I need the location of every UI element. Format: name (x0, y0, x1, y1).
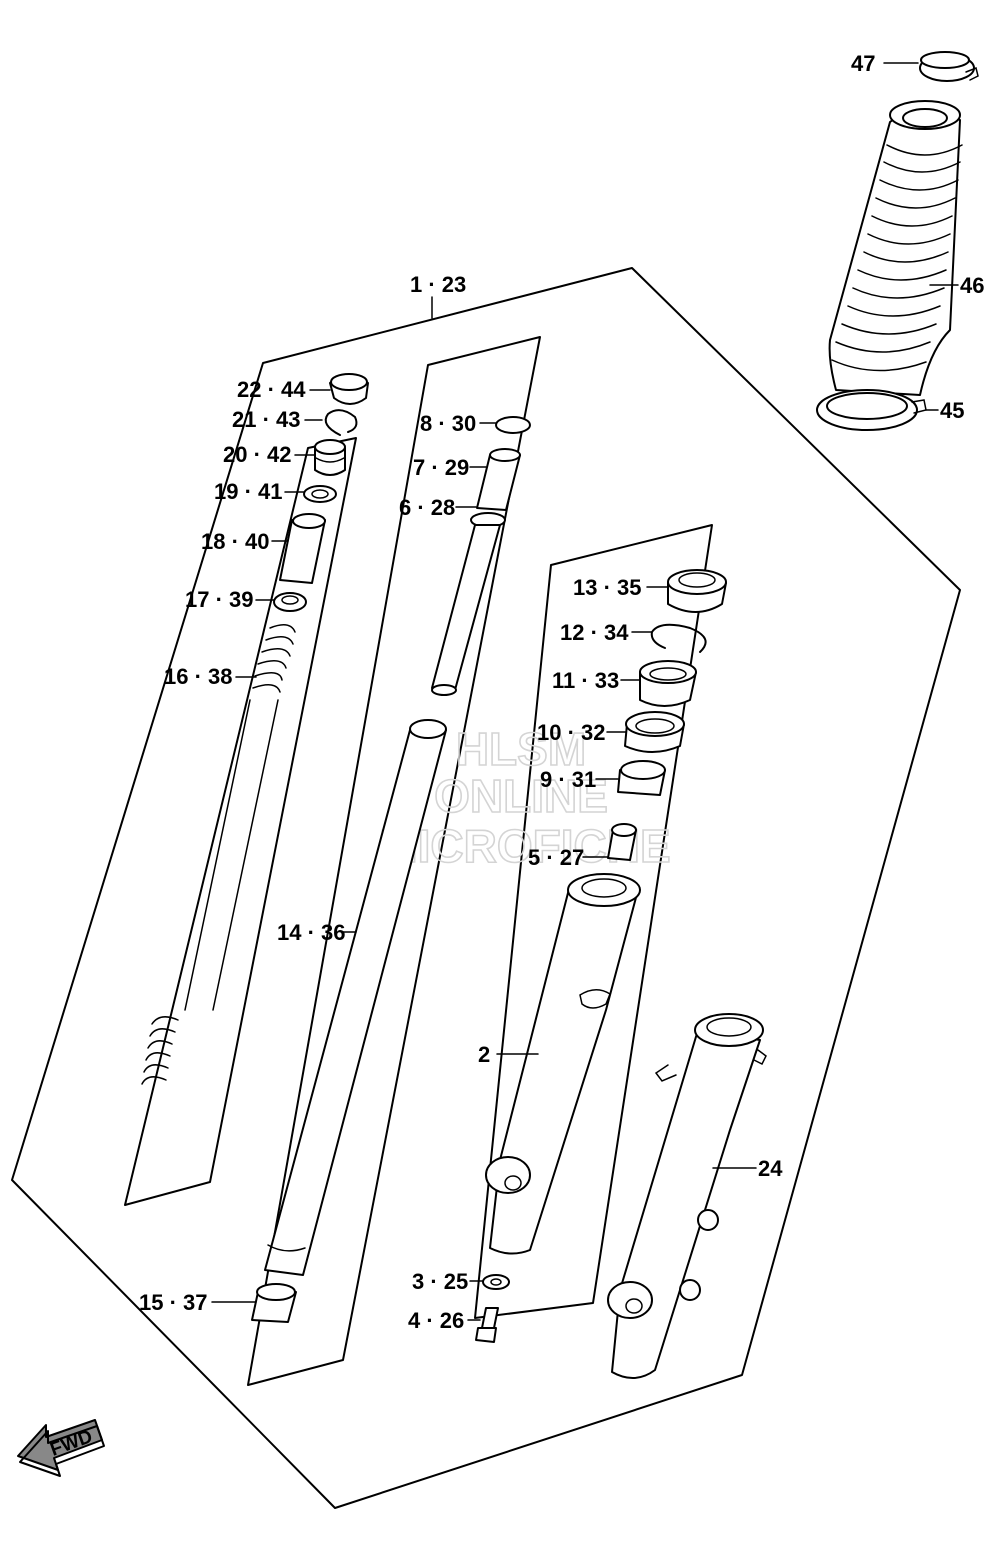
label-12-34: 12 · 34 (560, 620, 629, 645)
part-21-43-circlip[interactable] (324, 409, 358, 436)
svg-text:ONLINE: ONLINE (434, 770, 608, 822)
part-16-38-spring[interactable] (141, 624, 296, 1085)
label-4-26: 4 · 26 (408, 1308, 464, 1333)
part-4-26-bolt[interactable] (475, 1307, 499, 1343)
label-20-42: 20 · 42 (223, 442, 292, 467)
part-11-33-oil-seal[interactable] (639, 660, 697, 707)
label-9-31: 9 · 31 (540, 767, 596, 792)
part-13-35-dust-seal[interactable] (667, 569, 727, 613)
label-21-43: 21 · 43 (232, 407, 301, 432)
label-6-28: 6 · 28 (399, 495, 455, 520)
part-8-30-ring[interactable] (495, 416, 531, 434)
fwd-label: FWD (48, 1426, 96, 1461)
label-19-41: 19 · 41 (214, 479, 283, 504)
part-15-37-bushing[interactable] (251, 1283, 297, 1323)
label-24: 24 (758, 1156, 783, 1181)
part-20-42-bolt[interactable] (314, 439, 346, 476)
part-2-outer-tube-left[interactable] (485, 873, 641, 1255)
label-18-40: 18 · 40 (201, 529, 270, 554)
damper-group-outline (124, 437, 357, 1206)
part-10-32-washer[interactable] (624, 711, 685, 753)
part-6-28-damper-rod[interactable] (431, 512, 506, 696)
part-18-40-spacer[interactable] (279, 513, 326, 584)
part-45-boot-band[interactable] (816, 389, 927, 431)
outer-assembly-outline (11, 267, 961, 1509)
part-14-36-inner-tube[interactable] (264, 719, 447, 1276)
label-8-30: 8 · 30 (420, 411, 476, 436)
part-17-39-spring-seat[interactable] (273, 592, 307, 612)
part-46-fork-boot[interactable] (828, 100, 963, 396)
part-22-44-cap[interactable] (329, 373, 369, 405)
label-1-23: 1 · 23 (410, 272, 466, 297)
label-17-39: 17 · 39 (185, 587, 254, 612)
part-3-25-gasket[interactable] (482, 1274, 510, 1290)
label-16-38: 16 · 38 (164, 664, 233, 689)
label-11-33: 11 · 33 (552, 668, 619, 693)
part-12-34-oil-seal-stopper[interactable] (650, 623, 707, 653)
label-22-44: 22 · 44 (237, 377, 306, 402)
outer-tube-group-outline (474, 524, 713, 1319)
label-10-32: 10 · 32 (537, 720, 606, 745)
part-5-27-oil-lock-piece[interactable] (607, 823, 637, 861)
label-45: 45 (940, 398, 964, 423)
part-9-31-guide-bushing[interactable] (617, 760, 666, 796)
label-3-25: 3 · 25 (412, 1269, 468, 1294)
label-47: 47 (851, 51, 875, 76)
label-46: 46 (960, 273, 984, 298)
cylinder-group-outline (247, 336, 541, 1386)
label-13-35: 13 · 35 (573, 575, 642, 600)
part-47-clamp[interactable] (919, 51, 979, 82)
label-15-37: 15 · 37 (139, 1290, 208, 1315)
label-7-29: 7 · 29 (413, 455, 469, 480)
fwd-arrow-icon: FWD (17, 1419, 105, 1477)
label-5-27: 5 · 27 (528, 845, 584, 870)
part-24-outer-tube-right[interactable] (607, 1013, 767, 1379)
label-14-36: 14 · 36 (277, 920, 346, 945)
leader-lines (211, 62, 959, 1321)
svg-text:HLSM: HLSM (456, 723, 586, 775)
label-2: 2 (478, 1042, 490, 1067)
part-19-41-washer[interactable] (303, 485, 337, 503)
part-7-29-rod-top[interactable] (476, 448, 521, 511)
